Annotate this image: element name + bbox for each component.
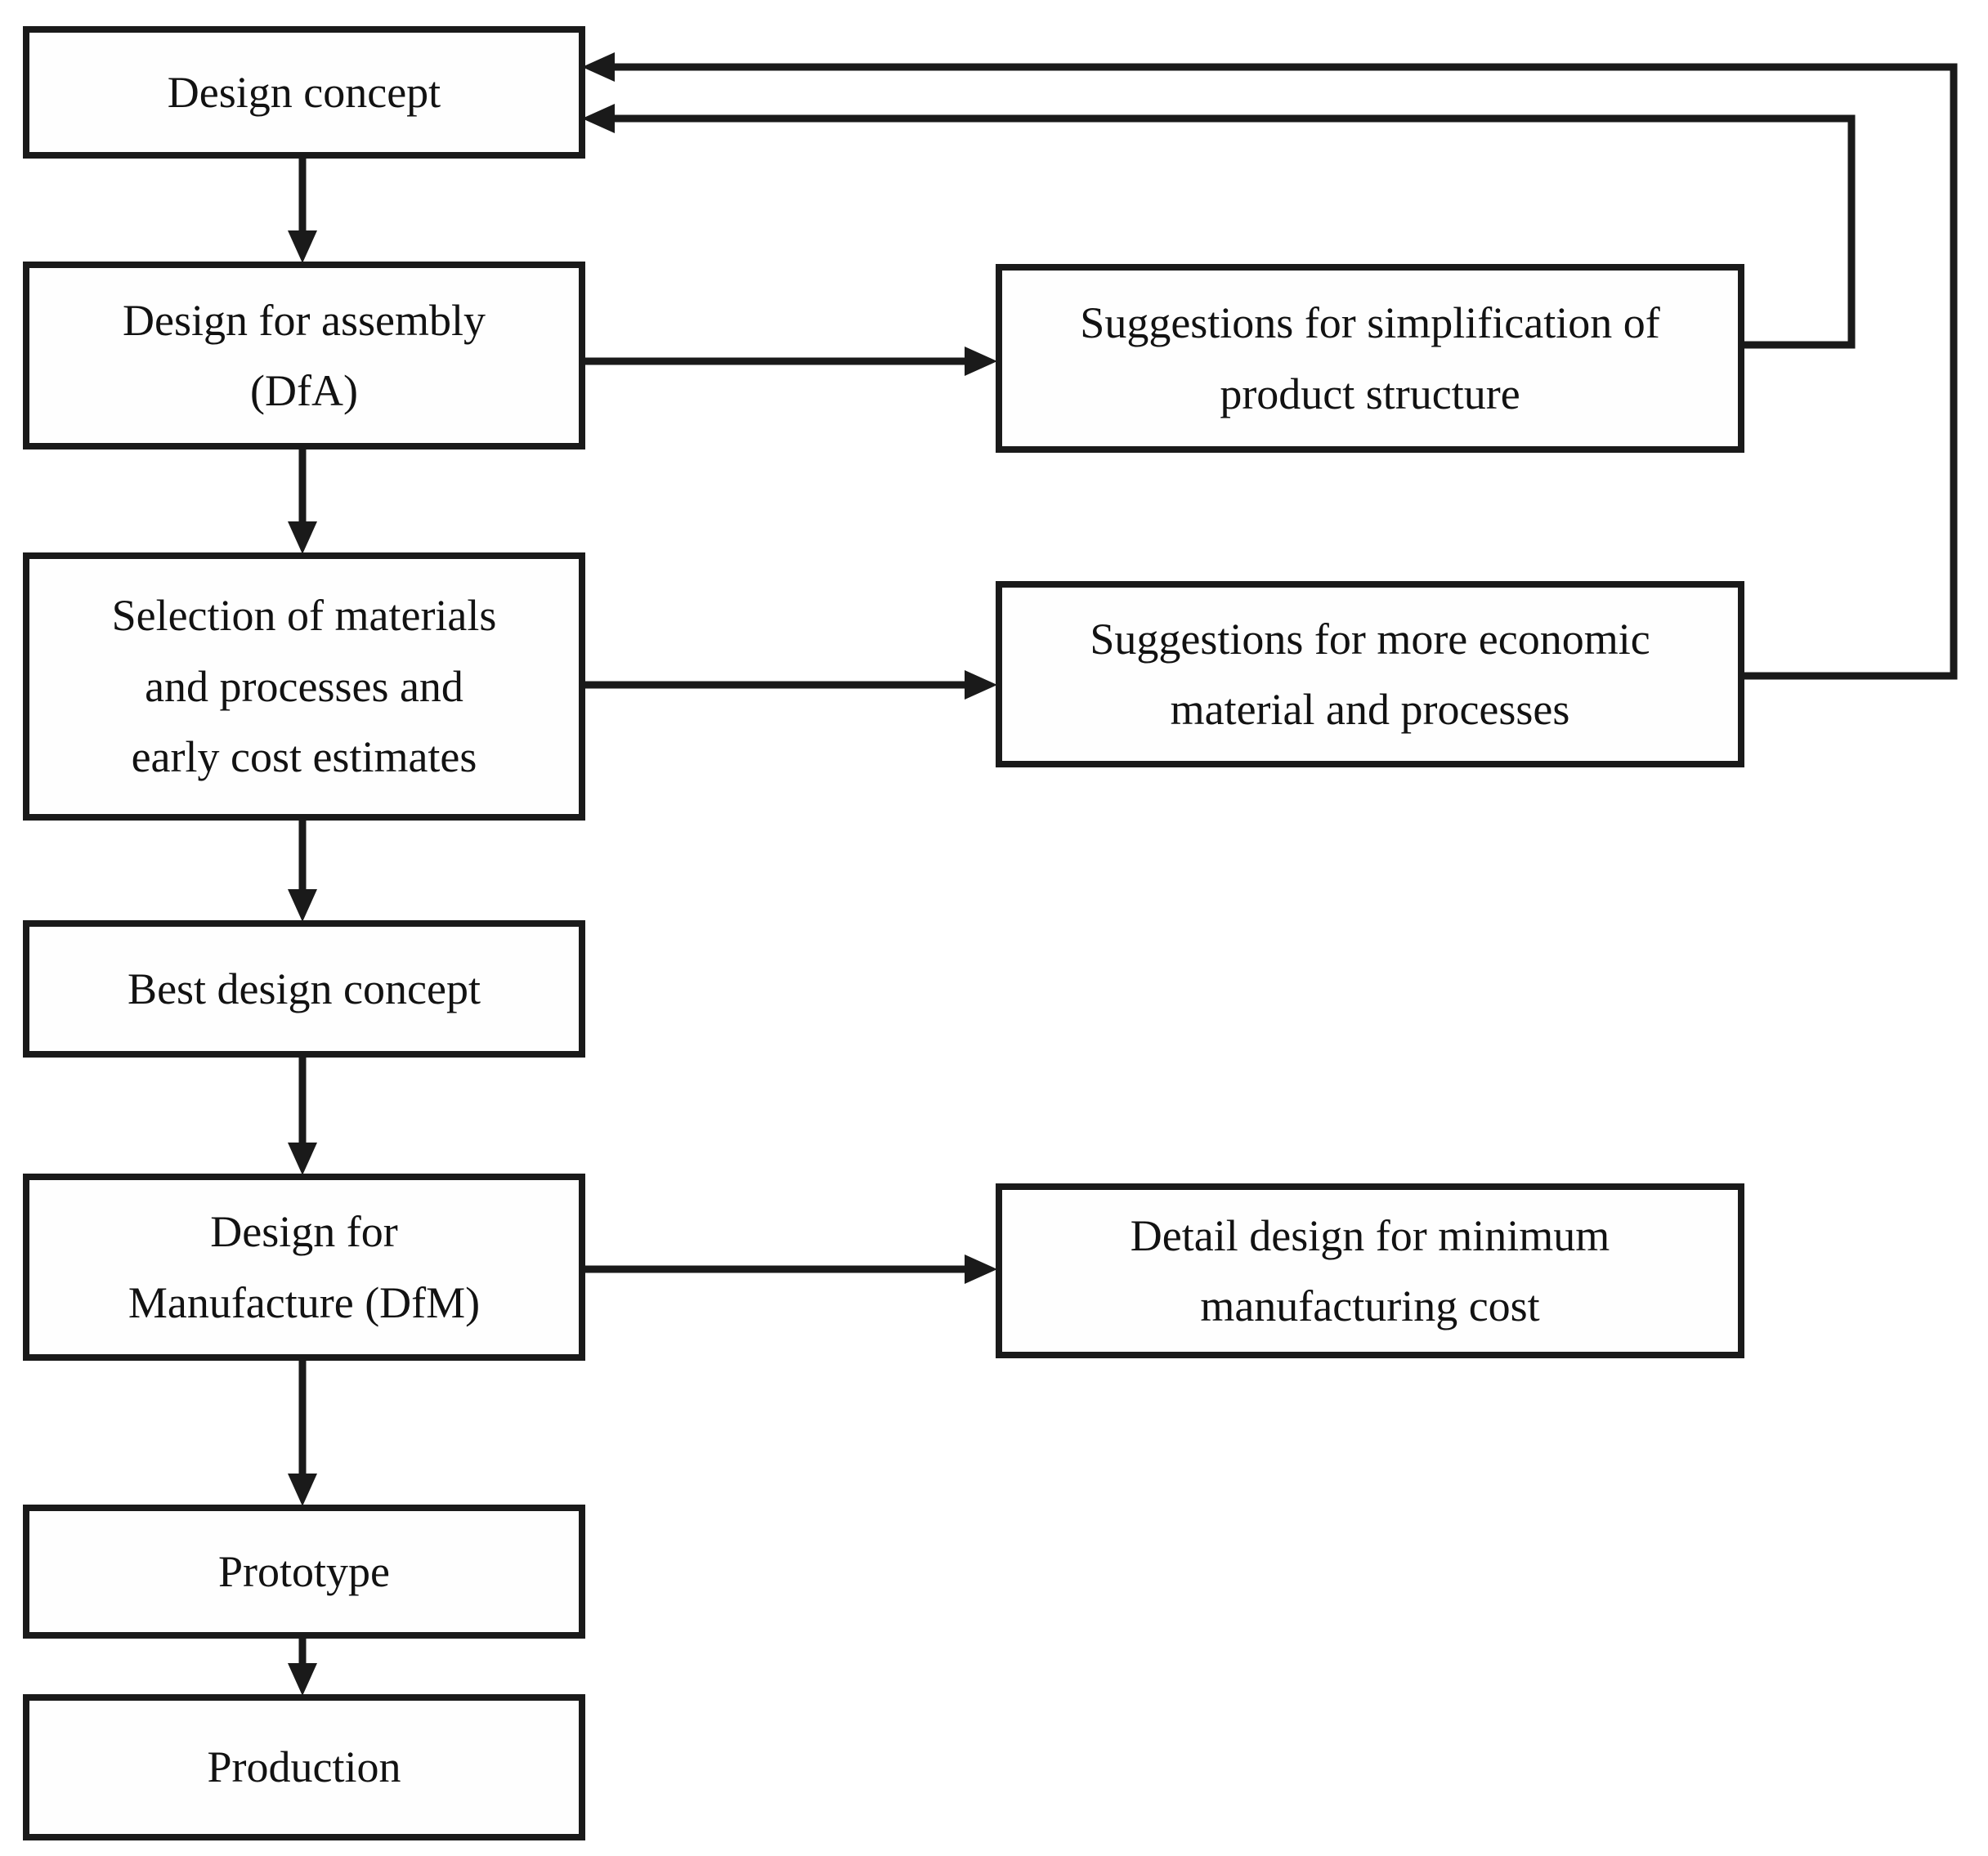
node-suggestions-simplification-label: Suggestions for simplification of produc… — [1080, 298, 1660, 418]
node-design-concept-label: Design concept — [167, 67, 441, 117]
node-design-for-assembly: Design for assembly (DfA) — [23, 262, 585, 449]
node-prototype: Prototype — [23, 1505, 585, 1639]
node-design-for-manufacture: Design for Manufacture (DfM) — [23, 1174, 585, 1361]
node-best-design-concept-label: Best design concept — [128, 964, 481, 1013]
arrowhead-prototype-to-production — [288, 1663, 317, 1696]
node-suggestions-simplification: Suggestions for simplification of produc… — [996, 264, 1744, 453]
arrowhead-dfa-to-suggestions-structure — [965, 347, 997, 376]
arrowhead-best-to-dfm — [288, 1143, 317, 1175]
node-design-for-manufacture-label: Design for Manufacture (DfM) — [128, 1207, 481, 1327]
node-suggestions-economic: Suggestions for more economic material a… — [996, 581, 1744, 767]
node-production-label: Production — [207, 1742, 401, 1792]
node-design-concept: Design concept — [23, 26, 585, 159]
node-design-for-assembly-label: Design for assembly (DfA) — [123, 295, 486, 415]
arrowhead-dfa-to-selection — [288, 521, 317, 554]
arrowhead-dfm-to-detail-design — [965, 1254, 997, 1284]
feedback-line-material-to-design-concept — [615, 63, 1958, 680]
feedback-line-structure-to-design-concept — [615, 114, 1856, 349]
arrowhead-selection-to-suggestions-material — [965, 670, 997, 700]
arrowhead-design-concept-to-dfa — [288, 230, 317, 263]
node-selection-of-materials-label: Selection of materials and processes and… — [111, 591, 497, 782]
node-production: Production — [23, 1694, 585, 1840]
node-suggestions-economic-label: Suggestions for more economic material a… — [1090, 614, 1650, 734]
arrowhead-feedback-material — [582, 52, 615, 82]
node-detail-design-label: Detail design for minimum manufacturing … — [1130, 1210, 1610, 1331]
node-best-design-concept: Best design concept — [23, 920, 585, 1058]
node-prototype-label: Prototype — [218, 1546, 390, 1596]
node-selection-of-materials: Selection of materials and processes and… — [23, 552, 585, 821]
node-detail-design: Detail design for minimum manufacturing … — [996, 1183, 1744, 1358]
arrowhead-selection-to-best — [288, 889, 317, 922]
arrowhead-feedback-structure — [582, 104, 615, 133]
arrowhead-dfm-to-prototype — [288, 1474, 317, 1506]
